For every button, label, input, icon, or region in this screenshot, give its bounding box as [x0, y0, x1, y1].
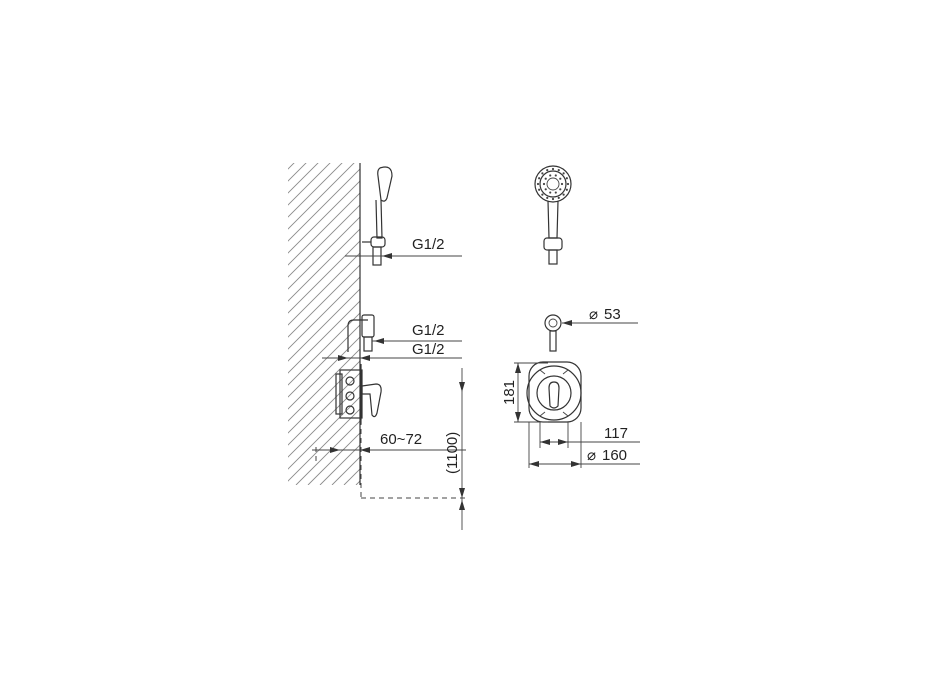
dim-arrow	[459, 382, 465, 392]
hatch-line	[0, 155, 266, 485]
nozzle-dot	[559, 188, 562, 191]
hatch-line	[288, 252, 360, 326]
dim-arrow	[360, 355, 370, 361]
hatch-line	[288, 180, 360, 254]
hatch-line	[288, 204, 360, 278]
dim-arrow	[540, 439, 550, 445]
dim-arrow	[459, 488, 465, 498]
label-thread-outlet-lower: G1/2	[412, 341, 445, 358]
hatch-line	[288, 163, 319, 194]
hatch-line	[288, 264, 360, 338]
nozzle-dot	[536, 182, 540, 186]
hatch-line	[288, 163, 295, 170]
nozzle-dot	[554, 174, 557, 177]
nozzle-dot	[554, 191, 557, 194]
hatch-line	[0, 155, 254, 485]
wall-hatching	[0, 155, 722, 485]
label-diameter-symbol-160: ⌀	[587, 447, 596, 464]
dim-arrow	[382, 253, 392, 259]
label-plate-height: 181	[501, 380, 518, 405]
nozzle-dot	[551, 197, 555, 201]
nozzle-dot	[562, 193, 565, 196]
hatch-line	[288, 372, 360, 446]
hatch-line	[288, 163, 343, 218]
escutcheon-front	[526, 361, 582, 423]
hatch-line	[288, 168, 360, 242]
nozzle-dot	[542, 182, 546, 186]
hatch-line	[0, 155, 278, 485]
hatch-line	[288, 276, 360, 350]
label-thread-outlet-upper: G1/2	[412, 322, 445, 339]
dim-arrow	[338, 355, 348, 361]
nozzle-dot	[566, 182, 570, 186]
dim-arrow	[515, 412, 521, 422]
label-wall-depth: 60~72	[380, 431, 422, 448]
nozzle-dot	[560, 182, 564, 186]
hatch-line	[319, 444, 360, 485]
mixer-body-side	[335, 364, 382, 424]
nozzle-dot	[541, 172, 544, 175]
nozzle-dot	[544, 177, 547, 180]
dim-arrow	[571, 461, 581, 467]
nozzle-dot	[562, 172, 565, 175]
label-hose-outlet-diameter: 53	[604, 306, 621, 323]
dim-arrow	[515, 363, 521, 373]
hatch-line	[288, 163, 307, 182]
label-thread-hand-shower: G1/2	[412, 236, 445, 253]
nozzle-dot	[565, 177, 568, 180]
hand-shower-side	[362, 166, 393, 266]
nozzle-dot	[557, 169, 560, 172]
nozzle-dot	[546, 169, 549, 172]
nozzle-dot	[551, 167, 555, 171]
hatch-line	[288, 216, 360, 290]
nozzle-dot	[541, 193, 544, 196]
nozzle-dot	[538, 188, 541, 191]
dim-arrow	[562, 320, 572, 326]
hose-outlet-side	[347, 314, 375, 352]
dim-arrow	[529, 461, 539, 467]
hatch-line	[288, 336, 360, 410]
dim-arrow	[360, 447, 370, 453]
nozzle-dot	[546, 196, 549, 199]
hatch-line	[288, 192, 360, 266]
hatch-line	[288, 288, 360, 362]
wall-section	[0, 155, 722, 485]
nozzle-dot	[549, 191, 552, 194]
hatch-line	[288, 163, 331, 206]
nozzle-dot	[549, 174, 552, 177]
label-plate-diameter: 160	[602, 447, 627, 464]
hatch-line	[295, 420, 360, 485]
hatch-line	[0, 155, 290, 485]
hand-shower-front	[534, 165, 572, 265]
hatch-line	[288, 163, 355, 230]
hatch-line	[288, 360, 360, 434]
nozzle-dot	[557, 196, 560, 199]
dim-arrow	[558, 439, 568, 445]
dim-arrow	[459, 500, 465, 510]
nozzle-dot	[544, 188, 547, 191]
nozzle-dot	[538, 177, 541, 180]
dim-arrow	[374, 338, 384, 344]
label-diameter-symbol-53: ⌀	[589, 306, 598, 323]
nozzle-dot	[565, 188, 568, 191]
hatch-line	[288, 384, 360, 458]
hose-outlet-front	[544, 314, 562, 352]
hatch-line	[392, 155, 722, 485]
dim-arrow	[330, 447, 340, 453]
hatch-line	[288, 396, 360, 470]
nozzle-dot	[559, 177, 562, 180]
label-plate-width: 117	[604, 425, 628, 442]
hatch-line	[0, 155, 218, 485]
hatch-line	[0, 155, 242, 485]
hatch-line	[288, 408, 360, 482]
hatch-line	[0, 155, 230, 485]
hatch-line	[288, 300, 360, 374]
label-install-height: (1100)	[444, 432, 461, 474]
